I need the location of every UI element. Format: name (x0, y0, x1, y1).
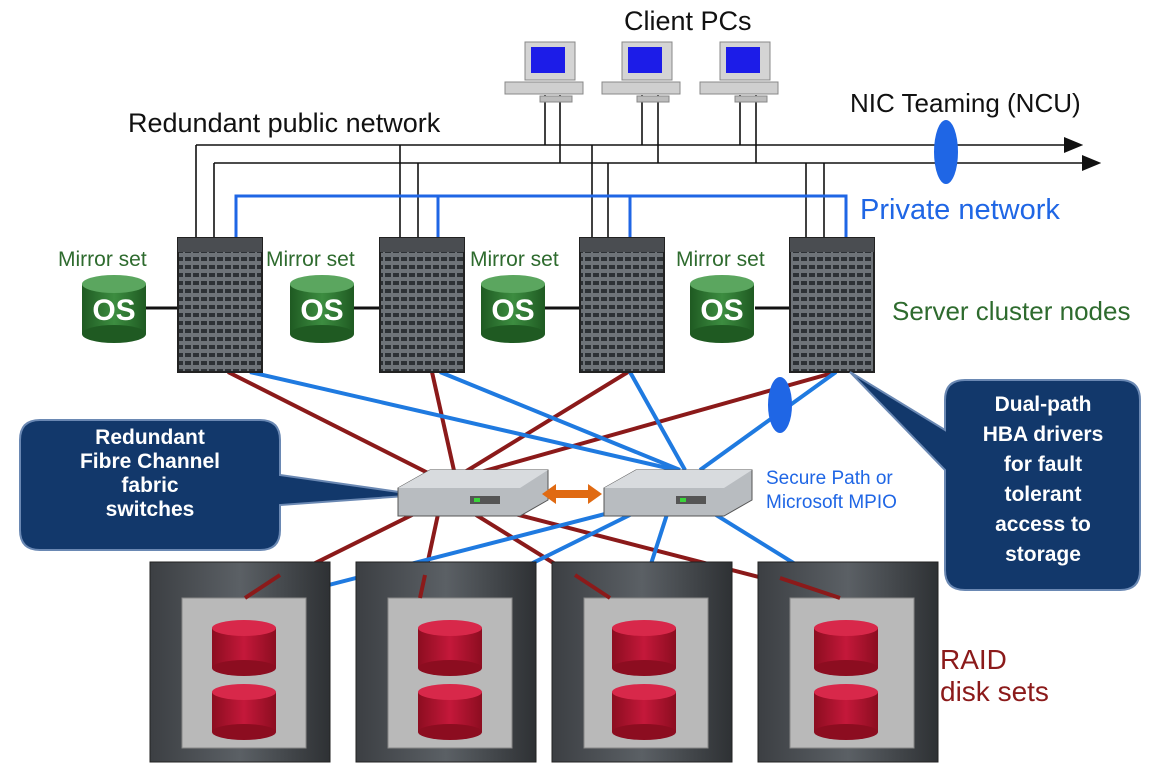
secure-path-label-line1: Secure Path or (766, 468, 893, 489)
fc-red-array-ends (243, 573, 841, 600)
client-pc-3 (699, 41, 779, 103)
server-node-3 (579, 237, 665, 373)
public-network-label: Redundant public network (128, 108, 441, 138)
client-pc-1 (504, 41, 584, 103)
fc-callout-line-1: Redundant (95, 426, 205, 449)
dp-callout-line-3: for fault (1003, 453, 1083, 476)
raid-array-1 (149, 561, 331, 763)
fc-callout-line-3: fabric (121, 474, 179, 497)
os-label-4: OS (700, 294, 744, 327)
nic-teaming-ellipse (934, 120, 958, 184)
os-cylinder-2 (290, 275, 354, 343)
mirror-set-label-3: Mirror set (470, 248, 559, 271)
raid-array-4 (757, 561, 939, 763)
dp-callout-line-1: Dual-path (994, 393, 1092, 416)
os-label-3: OS (491, 294, 535, 327)
mirror-set-label-2: Mirror set (266, 248, 355, 271)
client-pcs-label: Client PCs (624, 6, 752, 36)
fc-blue-links (249, 370, 852, 600)
mirror-set-label-1: Mirror set (58, 248, 147, 271)
private-network-lines (234, 194, 848, 240)
dp-callout-line-2: HBA drivers (982, 423, 1104, 446)
server-node-2 (379, 237, 465, 373)
dp-callout-line-6: storage (1005, 543, 1081, 566)
private-network-label: Private network (860, 194, 1060, 226)
mpio-ellipse (768, 377, 792, 433)
os-cylinder-3 (481, 275, 545, 343)
secure-path-label-line2: Microsoft MPIO (766, 492, 897, 513)
os-label-2: OS (300, 294, 344, 327)
os-cylinder-1 (82, 275, 146, 343)
client-pc-2 (601, 41, 681, 103)
nic-teaming-label: NIC Teaming (NCU) (850, 88, 1081, 118)
raid-array-3 (551, 561, 733, 763)
server-cluster-label: Server cluster nodes (892, 296, 1131, 326)
raid-label-line1: RAID (940, 644, 1007, 675)
os-label-1: OS (92, 294, 136, 327)
dual-path-callout-text: Dual-path HBA drivers for fault tolerant… (950, 390, 1136, 570)
dp-callout-line-5: access to (995, 513, 1091, 536)
fc-switch-1 (397, 469, 549, 517)
server-node-1 (177, 237, 263, 373)
mirror-set-label-4: Mirror set (676, 248, 765, 271)
fc-callout-line-4: switches (105, 498, 195, 521)
fibre-channel-callout (19, 419, 421, 551)
dp-callout-line-4: tolerant (1004, 483, 1082, 506)
fc-callout-line-2: Fibre Channel (79, 450, 221, 473)
server-node-4 (789, 237, 875, 373)
os-cylinder-4 (690, 275, 754, 343)
isl-arrow (542, 484, 602, 504)
fibre-channel-callout-text: Redundant Fibre Channel fabric switches (30, 426, 270, 522)
raid-label-line2: disk sets (940, 676, 1049, 707)
raid-array-2 (355, 561, 537, 763)
dual-path-callout (849, 371, 1141, 591)
fc-switch-2 (603, 469, 753, 517)
